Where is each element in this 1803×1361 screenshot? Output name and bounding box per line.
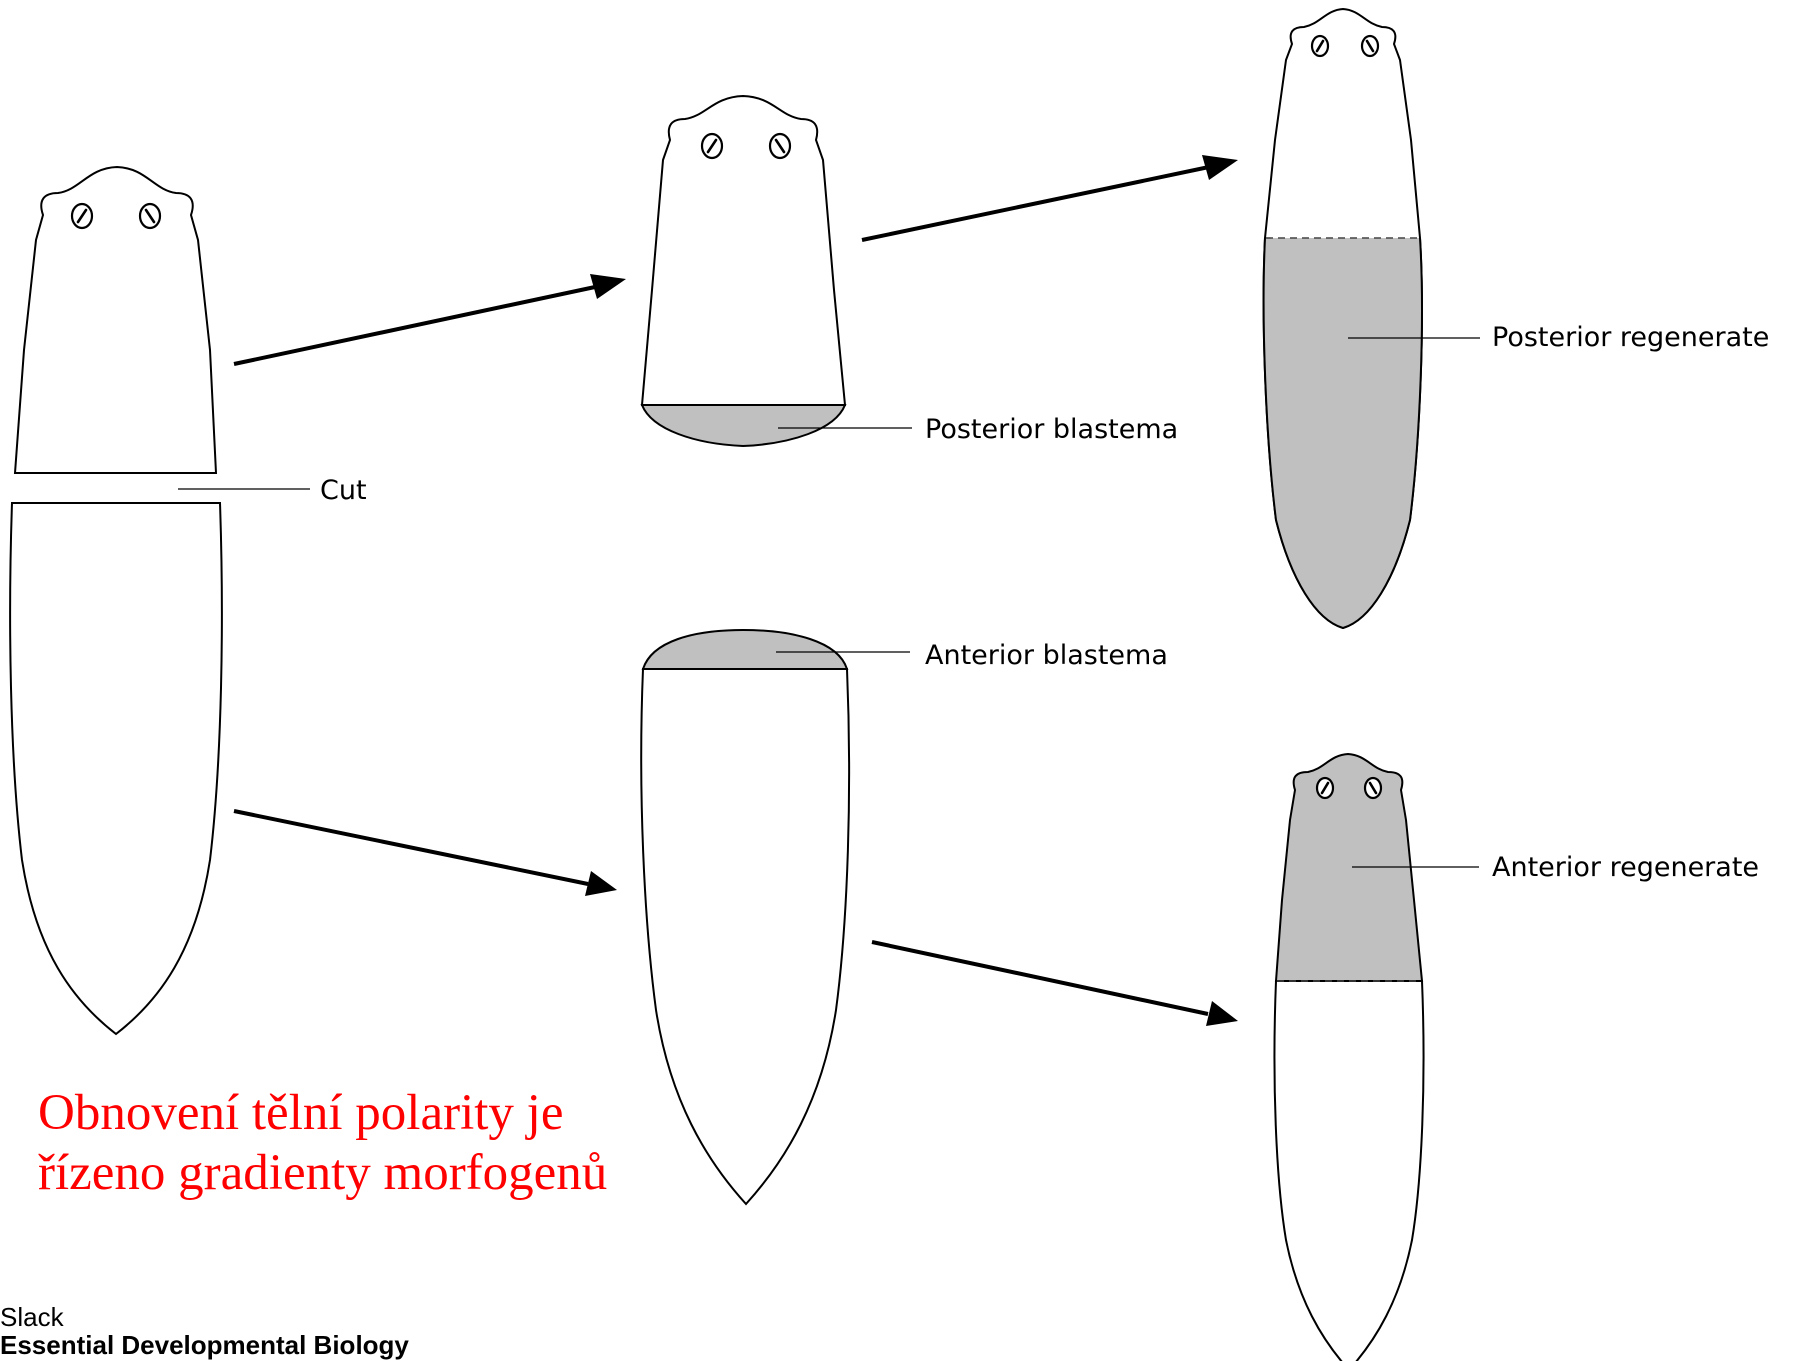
- anterior-blastema: [643, 630, 847, 669]
- eye-icon: [770, 134, 790, 158]
- anterior-regenerate-worm: [1274, 754, 1423, 1361]
- anterior-regenerate-label: Anterior regenerate: [1492, 852, 1759, 883]
- posterior-regenerate-region: [1264, 238, 1422, 628]
- eye-icon: [140, 204, 160, 228]
- arrow-to-tail-piece: [234, 811, 617, 896]
- eye-icon: [1312, 36, 1328, 56]
- eye-icon: [1362, 36, 1378, 56]
- eye-icon: [1365, 778, 1381, 798]
- arrow-to-posterior-regenerate: [862, 155, 1238, 240]
- eye-icon: [1317, 778, 1333, 798]
- posterior-regenerate-worm: [1264, 9, 1422, 628]
- original-worm-tail-piece: [10, 503, 222, 1034]
- tail-piece-with-anterior-blastema: [641, 630, 849, 1204]
- caption-line-2: řízeno gradienty morfogenů: [38, 1143, 607, 1203]
- arrow-to-anterior-regenerate: [872, 942, 1238, 1026]
- cut-label: Cut: [320, 475, 367, 506]
- posterior-blastema-label: Posterior blastema: [925, 414, 1178, 445]
- eye-icon: [702, 134, 722, 158]
- credit-book-title: Essential Developmental Biology: [0, 1330, 409, 1361]
- anterior-blastema-label: Anterior blastema: [925, 640, 1168, 671]
- credit-author: Slack: [0, 1302, 64, 1333]
- head-piece-with-posterior-blastema: [642, 96, 845, 446]
- caption-line-1: Obnovení tělní polarity je: [38, 1083, 563, 1143]
- arrow-to-head-piece: [234, 274, 626, 364]
- posterior-regenerate-label: Posterior regenerate: [1492, 322, 1769, 353]
- posterior-blastema: [642, 405, 845, 446]
- eye-icon: [72, 204, 92, 228]
- original-worm-head-piece: [15, 167, 216, 473]
